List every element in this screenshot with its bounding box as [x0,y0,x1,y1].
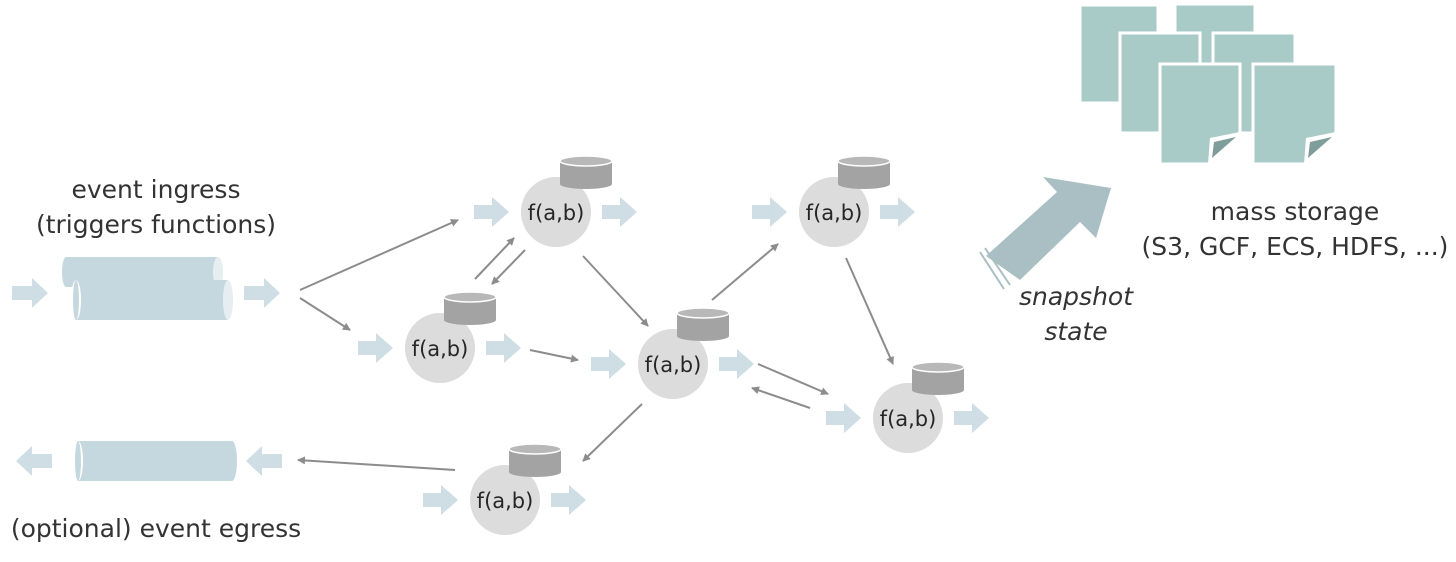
flow-out-arrow-icon [486,333,521,363]
ingress-queue-icon [62,257,233,320]
snapshot-label-line1: snapshot [1019,282,1134,311]
file-icon [1251,62,1338,166]
ingress-label-line2: (triggers functions) [36,210,276,239]
edge-f1-to-f3 [582,255,649,327]
edge-ingress-to-f2 [299,297,351,331]
edge-f5-to-f3 [751,386,811,409]
edge-f4-to-f5 [845,257,894,365]
storage-label-line2: (S3, GCF, ECS, HDFS, ...) [1142,232,1449,261]
snapshot-label-line2: state [1044,317,1107,346]
edge-f2-to-f1 [474,237,515,280]
database-icon [676,307,730,341]
function-node-f4: f(a,b) [752,155,915,247]
storage-label-line1: mass storage [1211,197,1380,226]
flow-out-arrow-icon [954,403,989,433]
egress-out-arrow-icon [16,446,52,476]
database-icon [837,155,891,189]
event-egress: (optional) event egress [11,441,301,543]
function-node-f6: f(a,b) [423,443,586,535]
egress-label: (optional) event egress [11,514,301,543]
flow-in-arrow-icon [752,197,787,227]
snapshot-state: snapshot state [979,177,1134,346]
function-circle [470,465,540,535]
ingress-in-arrow-icon [12,278,48,308]
function-label: f(a,b) [880,407,937,431]
function-circle [799,177,869,247]
ingress-out-arrow-icon [244,278,280,308]
flow-out-arrow-icon [719,349,754,379]
file-icon [1158,62,1242,166]
database-icon [559,155,613,189]
function-node-f5: f(a,b) [826,361,989,453]
function-nodes: f(a,b) f(a,b) f(a,b) f(a,b) f(a,b) f(a,b) [358,155,989,535]
function-label: f(a,b) [528,201,585,225]
mass-storage: mass storage (S3, GCF, ECS, HDFS, ...) [1078,2,1449,261]
function-circle [873,383,943,453]
database-icon [911,361,965,395]
snapshot-arrow-icon [979,177,1111,290]
flow-in-arrow-icon [591,349,626,379]
edge-f3-to-f4 [711,243,779,301]
edge-f6-to-egress [297,456,456,471]
edge-f3-to-f5 [757,363,829,395]
function-node-f1: f(a,b) [474,155,637,247]
ingress-label-line1: event ingress [72,175,241,204]
edge-ingress-to-f1 [299,219,459,291]
flow-in-arrow-icon [423,485,458,515]
function-node-f3: f(a,b) [591,307,754,399]
function-circle [521,177,591,247]
edge-f2-to-f3 [529,349,579,363]
flow-out-arrow-icon [551,485,586,515]
function-node-f2: f(a,b) [358,291,521,383]
function-label: f(a,b) [806,201,863,225]
function-circle [638,329,708,399]
function-label: f(a,b) [477,489,534,513]
flow-in-arrow-icon [826,403,861,433]
flow-in-arrow-icon [358,333,393,363]
egress-in-arrow-icon [246,446,282,476]
function-circle [405,313,475,383]
flow-out-arrow-icon [602,197,637,227]
edge-f1-to-f2 [491,249,526,285]
function-label: f(a,b) [645,353,702,377]
egress-queue-icon [73,441,237,481]
stacked-files-icon [1078,2,1338,166]
database-icon [443,291,497,325]
edges [297,219,894,471]
flow-out-arrow-icon [880,197,915,227]
flow-in-arrow-icon [474,197,509,227]
event-ingress: event ingress (triggers functions) [12,175,280,320]
function-label: f(a,b) [412,337,469,361]
edge-f3-to-f6 [582,403,643,462]
database-icon [508,443,562,477]
